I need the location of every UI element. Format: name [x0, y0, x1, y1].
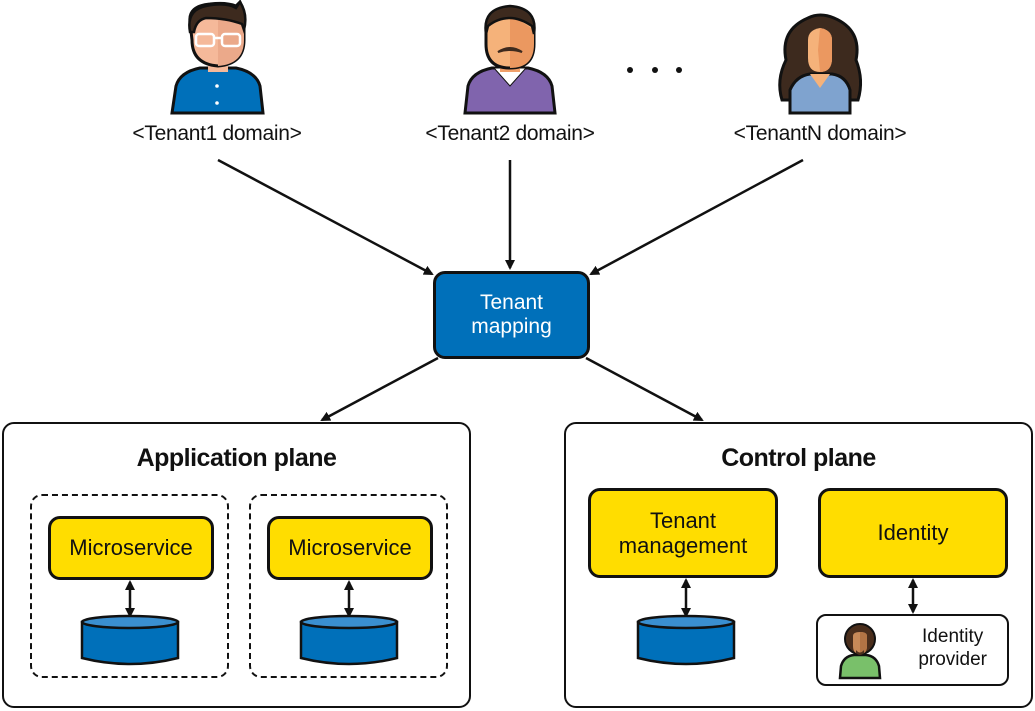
tenant1-domain-label: <Tenant1 domain> [132, 122, 302, 145]
microservice-box-2[interactable]: Microservice [267, 516, 433, 580]
control-plane-connectors [636, 578, 918, 666]
identity-provider-avatar-icon [838, 623, 882, 680]
arrow-mapping-to-control-plane [585, 356, 704, 422]
microservice-2-db-connector [299, 580, 399, 666]
tenantN-avatar-icon [778, 13, 863, 115]
microservice-1-db-connector [80, 580, 180, 666]
identity-provider-box[interactable]: Identity provider [816, 614, 1009, 686]
application-plane-panel: Application plane Microservice Microserv… [2, 422, 471, 708]
tenant2-domain-label: <Tenant2 domain> [425, 122, 595, 145]
database-icon [636, 614, 736, 666]
database-icon [80, 614, 180, 666]
arrow-mapping-to-application-plane [320, 356, 439, 422]
tenant2-avatar-icon [463, 4, 557, 115]
arrow-tenantN-to-mapping [589, 158, 804, 276]
tenant1-avatar-icon [170, 0, 265, 115]
control-plane-title: Control plane [721, 444, 876, 472]
tenantN-domain-label: <TenantN domain> [733, 122, 907, 145]
microservice-box-1[interactable]: Microservice [48, 516, 214, 580]
control-plane-panel: Control plane Tenant management Identity… [564, 422, 1033, 708]
database-icon [299, 614, 399, 666]
microservice-2-label: Microservice [288, 535, 412, 561]
tenant-management-box[interactable]: Tenant management [588, 488, 778, 578]
identity-provider-line1: Identity [922, 626, 984, 647]
more-tenants-ellipsis-icon [627, 67, 682, 73]
tenant-mapping-line1: Tenant [479, 290, 544, 314]
identity-box[interactable]: Identity [818, 488, 1008, 578]
tenant-management-line2: management [618, 533, 748, 558]
tenant-management-line1: Tenant [649, 507, 717, 533]
microservice-group-2: Microservice [249, 494, 448, 678]
application-plane-title: Application plane [136, 444, 337, 472]
identity-provider-label: Identity provider [918, 626, 987, 672]
identity-label: Identity [877, 520, 949, 546]
tenant-mapping-box[interactable]: Tenant mapping [433, 271, 590, 359]
arrow-tenant1-to-mapping [217, 158, 434, 276]
microservice-group-1: Microservice [30, 494, 229, 678]
identity-provider-line2: provider [918, 648, 987, 670]
tenant-mapping-line2: mapping [471, 315, 552, 338]
microservice-1-label: Microservice [69, 535, 193, 561]
